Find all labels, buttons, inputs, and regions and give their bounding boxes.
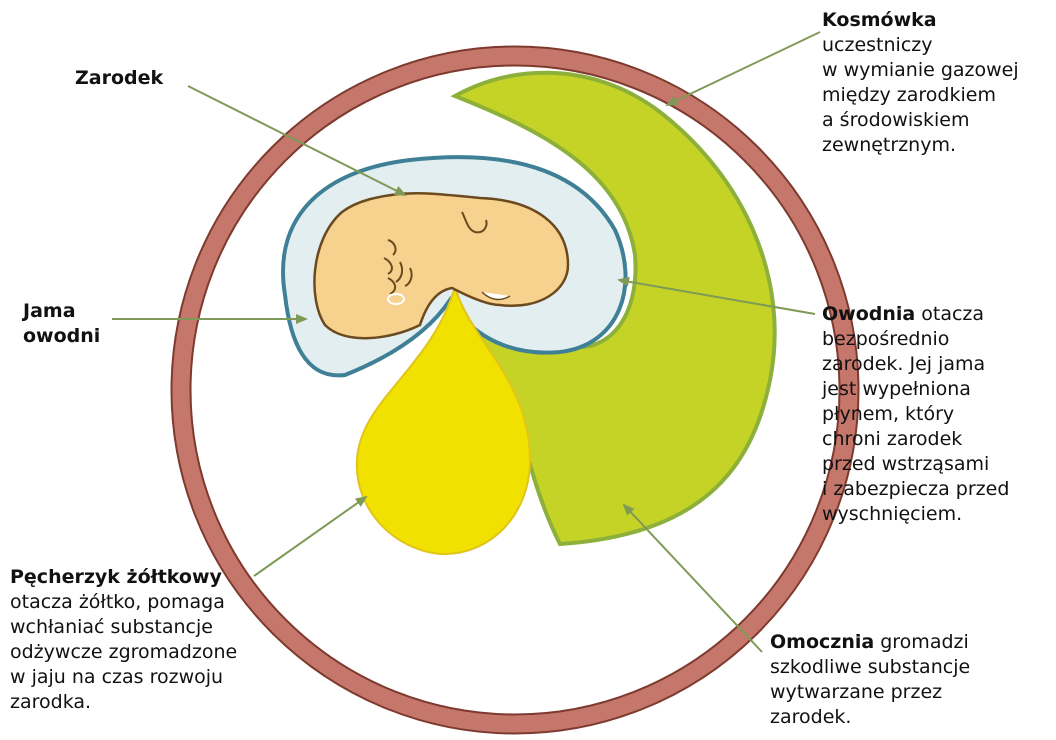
- label-owodnia-line-5: chroni zarodek: [822, 427, 1009, 452]
- label-owodnia-line-3: jest wypełniona: [822, 377, 1009, 402]
- label-kosmowka: Kosmówka uczestniczy w wymianie gazowej …: [822, 8, 1019, 158]
- label-jama-line-1: Jama: [23, 299, 100, 324]
- label-pecherzyk-line-3: odżywcze zgromadzone: [10, 640, 237, 665]
- label-omocznia-line-1: szkodliwe substancje: [770, 655, 970, 680]
- label-kosmowka-line-3: między zarodkiem: [822, 83, 1019, 108]
- label-jama-owodni: Jama owodni: [23, 299, 100, 349]
- label-pecherzyk-line-2: wchłaniać substancje: [10, 615, 237, 640]
- label-omocznia-line-3: zarodek.: [770, 705, 970, 730]
- label-pecherzyk-zoltkowy: Pęcherzyk żółtkowy otacza żółtko, pomaga…: [10, 565, 237, 715]
- label-owodnia-line-2: zarodek. Jej jama: [822, 352, 1009, 377]
- label-omocznia-first-line: Omocznia gromadzi: [770, 630, 970, 655]
- label-owodnia-title: Owodnia: [822, 303, 915, 325]
- label-owodnia-line-7: i zabezpiecza przed: [822, 477, 1009, 502]
- label-pecherzyk-line-5: zarodka.: [10, 690, 237, 715]
- label-kosmowka-line-1: uczestniczy: [822, 33, 1019, 58]
- arrow-zarodek: [188, 86, 405, 195]
- label-kosmowka-title: Kosmówka: [822, 8, 1019, 33]
- label-owodnia: Owodnia otacza bezpośrednio zarodek. Jej…: [822, 302, 1009, 527]
- label-pecherzyk-line-4: w jaju na czas rozwoju: [10, 665, 237, 690]
- label-pecherzyk-title: Pęcherzyk żółtkowy: [10, 565, 237, 590]
- label-zarodek: Zarodek: [75, 66, 163, 91]
- label-jama-line-2: owodni: [23, 324, 100, 349]
- arrow-pecherzyk: [254, 497, 366, 576]
- label-kosmowka-line-2: w wymianie gazowej: [822, 58, 1019, 83]
- label-owodnia-line-1: bezpośrednio: [822, 327, 1009, 352]
- label-omocznia: Omocznia gromadzi szkodliwe substancje w…: [770, 630, 970, 730]
- label-owodnia-first-line: Owodnia otacza: [822, 302, 1009, 327]
- label-omocznia-first-rest: gromadzi: [874, 631, 969, 653]
- label-zarodek-title: Zarodek: [75, 67, 163, 89]
- label-pecherzyk-line-1: otacza żółtko, pomaga: [10, 590, 237, 615]
- label-owodnia-first-rest: otacza: [915, 303, 984, 325]
- label-omocznia-title: Omocznia: [770, 631, 874, 653]
- label-kosmowka-line-5: zewnętrznym.: [822, 133, 1019, 158]
- arrow-kosmowka: [667, 32, 820, 105]
- label-owodnia-line-6: przed wstrząsami: [822, 452, 1009, 477]
- label-owodnia-line-8: wyschnięciem.: [822, 502, 1009, 527]
- label-omocznia-line-2: wytwarzane przez: [770, 680, 970, 705]
- label-kosmowka-line-4: a środowiskiem: [822, 108, 1019, 133]
- label-owodnia-line-4: płynem, który: [822, 402, 1009, 427]
- arrow-omocznia: [624, 505, 762, 652]
